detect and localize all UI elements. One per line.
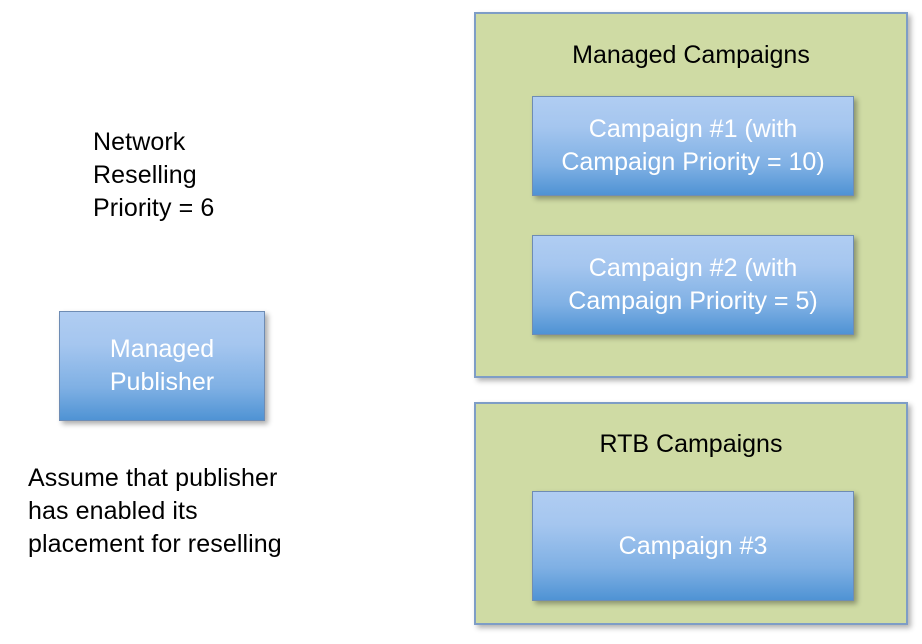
campaign-1-label: Campaign #1 (with Campaign Priority = 10… (561, 115, 825, 176)
managed-campaigns-title: Managed Campaigns (572, 41, 810, 69)
campaign-1-box: Campaign #1 (with Campaign Priority = 10… (532, 96, 854, 196)
campaign-2-label: Campaign #2 (with Campaign Priority = 5) (568, 254, 818, 315)
managed-campaigns-group: Managed Campaigns Campaign #1 (with Camp… (474, 12, 908, 378)
rtb-campaigns-title: RTB Campaigns (599, 430, 783, 458)
rtb-campaigns-group: RTB Campaigns Campaign #3 (474, 402, 908, 625)
campaign-2-box: Campaign #2 (with Campaign Priority = 5) (532, 235, 854, 335)
managed-publisher-label: Managed Publisher (109, 335, 215, 396)
managed-publisher-box: Managed Publisher (59, 311, 265, 421)
network-reselling-priority-note: Network Reselling Priority = 6 (93, 128, 215, 222)
campaign-3-box: Campaign #3 (532, 491, 854, 601)
reselling-assumption-note: Assume that publisher has enabled its pl… (28, 464, 282, 558)
campaign-3-label: Campaign #3 (618, 531, 768, 560)
